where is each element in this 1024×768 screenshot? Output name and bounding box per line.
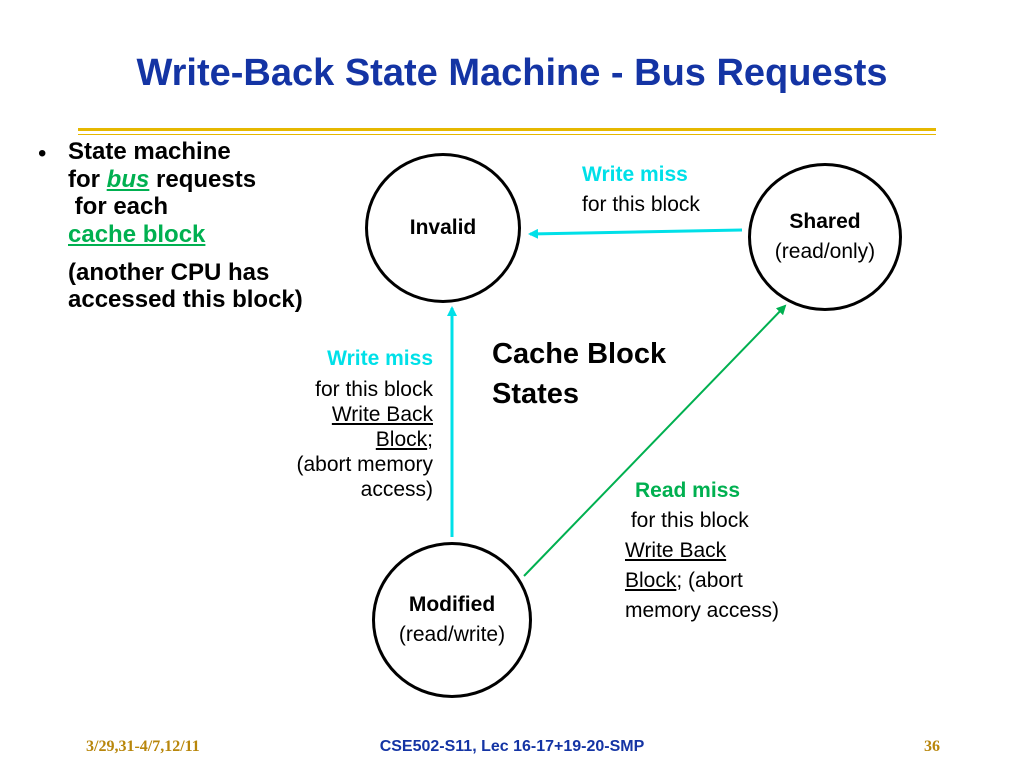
bullet-line-6: accessed this block) bbox=[68, 286, 303, 313]
label-modified-to-invalid-detail: for this block bbox=[315, 378, 433, 401]
footer-date: 3/29,31-4/7,12/11 bbox=[86, 738, 200, 755]
label-modified-to-invalid: Write miss for this block Write Back Blo… bbox=[296, 346, 433, 502]
legend-line-2: States bbox=[492, 378, 580, 410]
state-invalid: Invalid bbox=[365, 153, 521, 303]
bus-keyword: bus bbox=[106, 166, 150, 193]
bullet-line-2: for bus requests bbox=[68, 166, 256, 193]
label-modified-to-invalid-action2-line: Block; bbox=[296, 427, 433, 452]
label-modified-to-invalid-action2: Block bbox=[375, 428, 428, 451]
bullet-line-5: (another CPU has bbox=[68, 259, 270, 286]
legend-line-1: Cache Block bbox=[492, 338, 667, 370]
bullet-dot-icon: • bbox=[38, 140, 47, 167]
bullet-line-2-pre: for bbox=[68, 166, 107, 193]
label-modified-to-invalid-action3: (abort memory bbox=[296, 453, 433, 476]
label-shared-to-invalid-detail: for this block bbox=[582, 193, 700, 216]
title-rule-top bbox=[78, 128, 936, 131]
label-modified-to-invalid-event: Write miss bbox=[327, 347, 433, 370]
label-modified-to-shared-action2-suffix: ; (abort bbox=[676, 569, 743, 592]
label-modified-to-invalid-action2-suffix: ; bbox=[427, 428, 433, 451]
bullet-line-4: cache block bbox=[68, 221, 206, 248]
label-modified-to-invalid-action4: access) bbox=[360, 478, 433, 501]
label-modified-to-shared-detail: for this block bbox=[625, 509, 749, 532]
state-invalid-name: Invalid bbox=[409, 216, 477, 239]
cache-block-states-legend: Cache Block States bbox=[492, 334, 666, 414]
footer-page-number: 36 bbox=[924, 738, 940, 755]
slide-title: Write-Back State Machine - Bus Requests bbox=[136, 52, 888, 94]
label-modified-to-invalid-action1: Write Back bbox=[331, 403, 433, 426]
state-shared-name: Shared bbox=[789, 210, 861, 233]
label-modified-to-shared-event: Read miss bbox=[635, 479, 741, 502]
label-modified-to-shared: Read miss for this block Write Back Bloc… bbox=[625, 476, 779, 626]
label-shared-to-invalid: Write miss for this block bbox=[582, 160, 700, 220]
bullet-line-3: for each bbox=[68, 193, 169, 220]
state-shared-sub: (read/only) bbox=[774, 240, 876, 263]
bullet-line-1: State machine bbox=[68, 138, 231, 165]
label-shared-to-invalid-event: Write miss bbox=[582, 163, 688, 186]
state-modified-sub: (read/write) bbox=[398, 623, 506, 646]
state-modified: Modified (read/write) bbox=[372, 542, 532, 698]
state-modified-name: Modified bbox=[408, 593, 496, 616]
label-modified-to-shared-action2-line: Block; (abort bbox=[625, 566, 779, 596]
title-rule-bottom bbox=[78, 134, 936, 135]
arrow-shared-to-invalid bbox=[528, 228, 743, 239]
bullet-line-2-post: requests bbox=[149, 166, 257, 193]
footer-course: CSE502-S11, Lec 16-17+19-20-SMP bbox=[379, 738, 645, 755]
label-modified-to-shared-action1: Write Back bbox=[625, 539, 727, 562]
arrow-modified-to-shared bbox=[523, 304, 787, 577]
state-shared: Shared (read/only) bbox=[748, 163, 902, 311]
label-modified-to-shared-action3: memory access) bbox=[625, 599, 780, 622]
label-modified-to-shared-action2: Block bbox=[625, 569, 677, 592]
